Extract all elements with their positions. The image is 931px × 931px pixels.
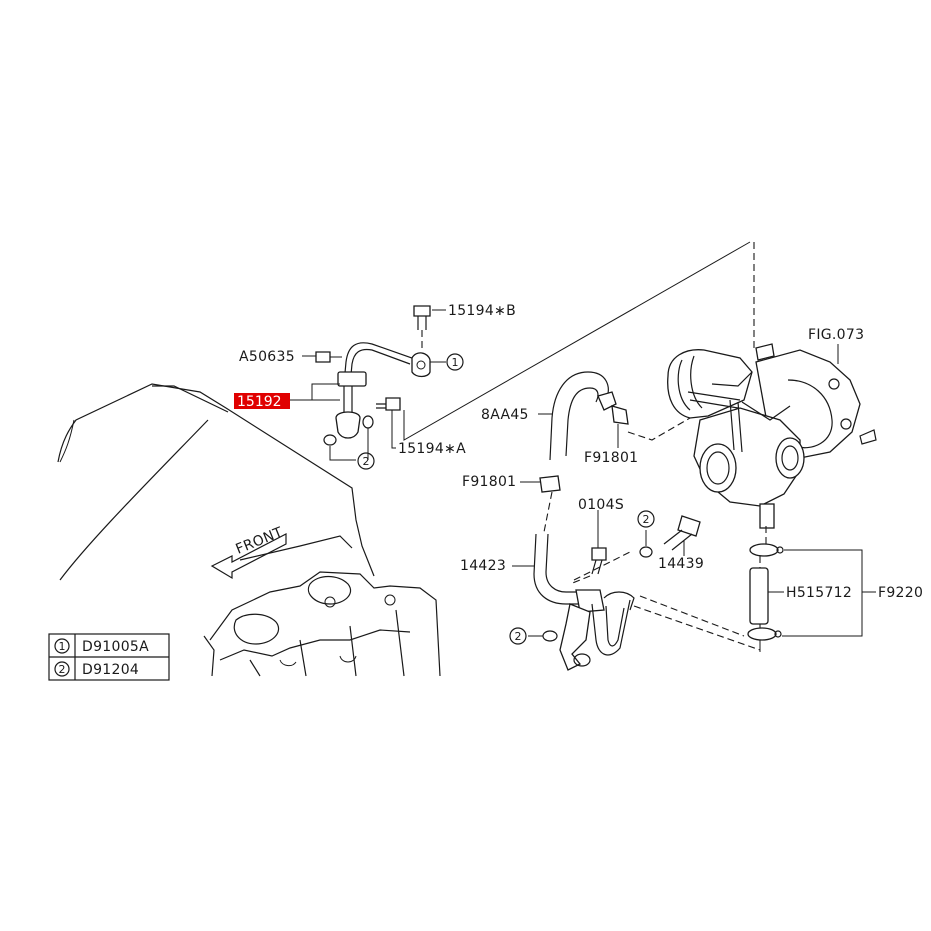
svg-text:1: 1: [59, 640, 66, 653]
callout-2-lower: 2: [509, 627, 527, 645]
label-8aa45: 8AA45: [481, 407, 529, 423]
label-f91801-top: F91801: [584, 450, 638, 466]
front-label: FRONT: [234, 524, 286, 557]
callout-2-right: 2: [637, 510, 655, 528]
label-fig073: FIG.073: [808, 327, 864, 343]
label-0104s: 0104S: [578, 497, 624, 513]
hose-h515712: [747, 242, 876, 652]
highlight-15192: [234, 393, 290, 409]
svg-text:2: 2: [515, 630, 522, 643]
svg-text:2: 2: [59, 663, 66, 676]
svg-text:2: 2: [643, 513, 650, 526]
engine-block: [57, 383, 441, 677]
label-f9220: F9220: [878, 585, 923, 601]
legend-code-2: D91204: [82, 662, 139, 678]
callout-2-upper: 2: [357, 452, 375, 470]
lower-oil-pipe-14423: [512, 510, 761, 671]
legend-code-1: D91005A: [82, 639, 149, 655]
oil-supply-pipe-15192: [315, 305, 431, 446]
legend-row-2: 2 D91204: [54, 661, 139, 678]
label-14439: 14439: [658, 556, 704, 572]
leaders-left: [290, 241, 751, 461]
label-h515712: H515712: [786, 585, 852, 601]
legend-table: 1 D91005A 2 D91204: [48, 633, 170, 681]
label-15192: 15192: [237, 394, 282, 410]
label-15194a: 15194∗A: [398, 441, 466, 457]
label-14423: 14423: [460, 558, 506, 574]
svg-text:1: 1: [452, 356, 459, 369]
label-a50635: A50635: [239, 349, 295, 365]
label-f91801-left: F91801: [462, 474, 516, 490]
front-arrow: FRONT: [210, 524, 287, 580]
svg-text:2: 2: [363, 455, 370, 468]
oil-return-hose-8aa45: [520, 371, 691, 533]
turbocharger: [667, 343, 877, 529]
callout-1: 1: [446, 353, 464, 371]
label-15194b: 15194∗B: [448, 303, 516, 319]
legend-row-1: 1 D91005A: [54, 638, 149, 655]
